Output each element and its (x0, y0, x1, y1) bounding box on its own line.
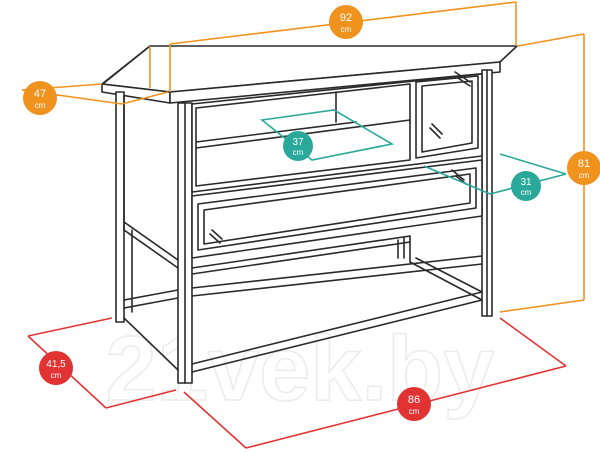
dimension-height: 81 cm (499, 33, 600, 313)
dimension-value: 81 (578, 158, 590, 170)
dimension-badge (567, 151, 600, 185)
dimension-value: 92 (340, 12, 352, 24)
lower-frame (123, 235, 483, 373)
dimension-badge (511, 171, 541, 201)
left-back-leg (115, 91, 125, 323)
tabletop (101, 45, 518, 104)
dimension-unit: cm (51, 371, 62, 380)
dimension-width-top: 92 cm (169, 1, 517, 92)
upper-compartment (191, 71, 483, 193)
dimension-unit: cm (409, 407, 420, 416)
dimension-value: 37 (292, 137, 304, 148)
dimension-badge (283, 131, 313, 161)
dimension-value: 31 (520, 177, 532, 188)
dimension-unit: cm (579, 171, 590, 180)
dimension-value: 41,5 (46, 359, 66, 370)
dimension-unit: cm (341, 25, 352, 34)
dimension-unit: cm (293, 148, 304, 157)
dimension-base-depth: 41,5 cm (27, 317, 177, 409)
dimension-badge (23, 81, 57, 115)
dimension-badge (329, 5, 363, 39)
dimension-shelf-depth: 37 cm (260, 109, 395, 161)
dimension-depth-top: 47 cm (21, 46, 169, 115)
front-left-leg (177, 102, 193, 384)
dimension-unit: cm (521, 188, 532, 197)
dimension-unit: cm (35, 101, 46, 110)
dimension-badge (397, 387, 431, 421)
dimension-badge (39, 351, 73, 385)
left-side-panel (123, 95, 179, 313)
watermark-text: 21vek.by (106, 318, 495, 420)
dimension-value: 47 (34, 88, 46, 100)
middle-drawer (191, 159, 483, 259)
console-table-drawing (101, 45, 518, 384)
dimension-drawer-depth: 31 cm (423, 153, 567, 201)
dimension-base-width: 86 cm (183, 317, 567, 449)
dimension-value: 86 (408, 394, 420, 406)
